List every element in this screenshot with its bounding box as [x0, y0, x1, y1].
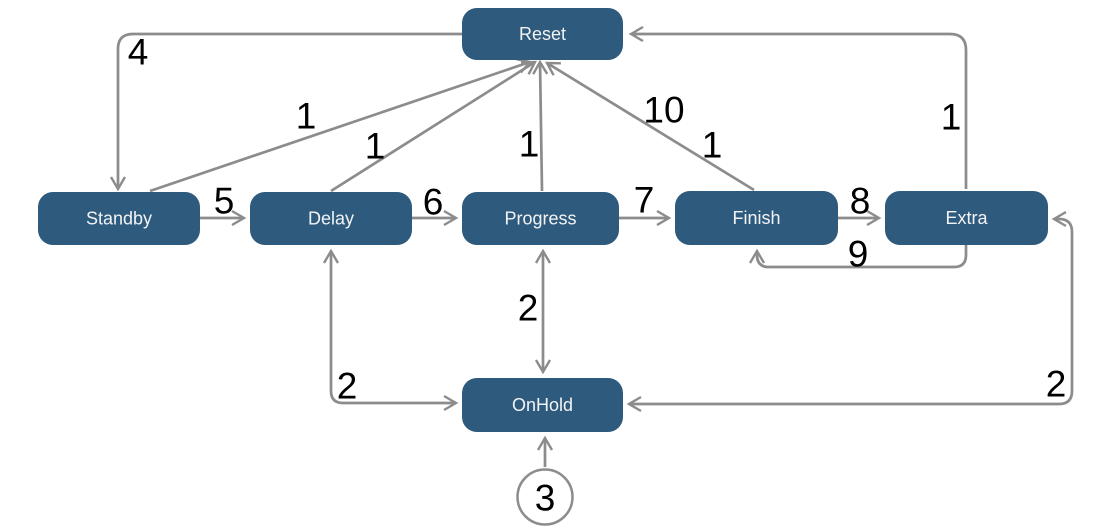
start-state-node: 3 [516, 468, 574, 526]
transition-standby-reset [149, 58, 533, 193]
state-node-extra: Extra [885, 191, 1048, 245]
transition-label-progress-finish: 7 [634, 180, 655, 221]
state-node-progress: Progress [462, 192, 619, 245]
state-node-finish: Finish [675, 191, 838, 245]
start-state-circle [516, 468, 574, 526]
state-node-reset-label: Reset [519, 24, 566, 44]
start-state-label: 3 [535, 478, 556, 519]
transition-finish-reset [544, 61, 755, 192]
transition-label-extra-finish: 9 [848, 234, 869, 275]
state-node-standby-label: Standby [86, 209, 152, 229]
transition-label-delay-onhold: 2 [337, 366, 358, 407]
state-node-finish-box [675, 191, 838, 245]
transition-progress-reset [532, 59, 549, 192]
transition-label-finish-reset: 1 [702, 125, 723, 166]
transition-label-standby-reset: 1 [296, 96, 317, 137]
state-node-reset: Reset [462, 8, 623, 60]
transition-extra-reset [628, 25, 968, 189]
transition-delay-reset [330, 60, 538, 193]
transition-label-progress-reset: 1 [519, 124, 540, 165]
state-node-delay-label: Delay [308, 209, 354, 229]
state-node-onhold: OnHold [462, 378, 623, 432]
state-node-extra-box [885, 191, 1048, 245]
transition-label-standby-delay: 5 [214, 181, 235, 222]
transition-reset-standby [109, 32, 462, 192]
state-node-onhold-box [462, 378, 623, 432]
transition-label-finish-extra: 8 [850, 181, 871, 222]
transition-label-onhold-extra: 2 [1046, 364, 1067, 405]
transition-delay-onhold [322, 248, 459, 412]
transition-label-delay-progress: 6 [423, 182, 444, 223]
transition-label-reset-standby: 4 [128, 32, 149, 73]
state-node-reset-box [462, 8, 623, 60]
state-node-standby: Standby [38, 192, 200, 245]
state-node-delay: Delay [250, 192, 412, 245]
state-node-delay-box [250, 192, 412, 245]
transition-label-finish-reset: 10 [643, 90, 684, 131]
transition-label-delay-reset: 1 [365, 126, 386, 167]
edges-layer [109, 25, 1074, 467]
state-node-extra-label: Extra [945, 208, 988, 228]
transition-onhold-extra [626, 210, 1074, 413]
state-node-progress-box [462, 192, 619, 245]
transition-label-progress-onhold: 2 [518, 288, 539, 329]
edge-labels-layer: 4 1 1 1 10 1 1 5 6 7 8 9 2 2 2 [128, 32, 1067, 407]
state-node-onhold-label: OnHold [512, 395, 573, 415]
state-node-progress-label: Progress [504, 209, 576, 229]
state-node-finish-label: Finish [732, 208, 780, 228]
transition-label-extra-reset: 1 [941, 97, 962, 138]
state-node-standby-box [38, 192, 200, 245]
